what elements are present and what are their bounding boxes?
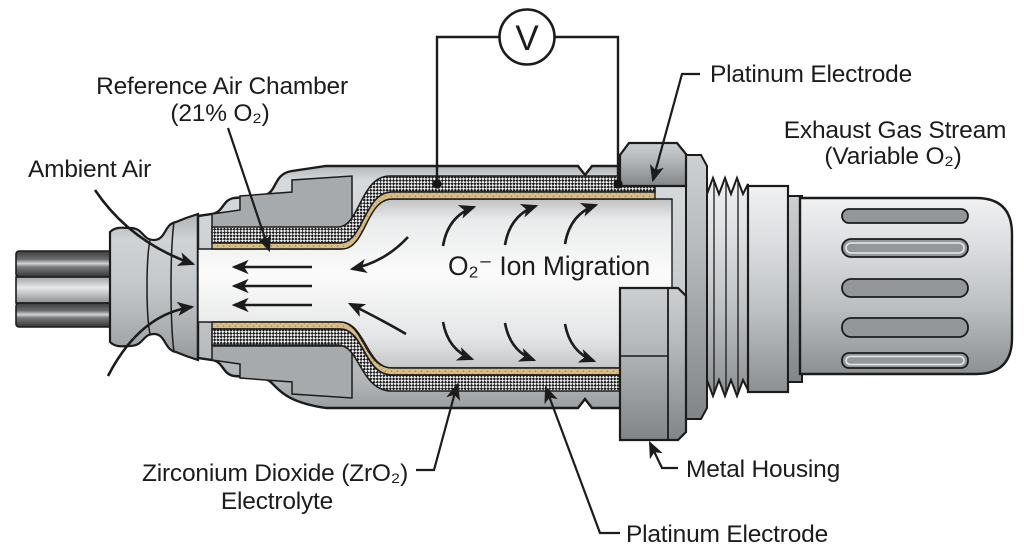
vent-slot-highlight bbox=[845, 355, 965, 366]
vent-slot bbox=[841, 352, 969, 369]
washer bbox=[685, 154, 708, 420]
vent-slot bbox=[841, 238, 969, 258]
ion-arrow-left-top bbox=[349, 236, 409, 273]
protective-boot bbox=[108, 212, 200, 362]
metal-housing-nut bbox=[618, 141, 688, 442]
label-ambient-air: Ambient Air bbox=[28, 156, 151, 183]
ion-arrow-up bbox=[503, 204, 539, 246]
ion-arrow-down bbox=[563, 323, 597, 363]
ion-arrow-left-bottom bbox=[347, 302, 407, 336]
voltmeter-circuit: V bbox=[432, 8, 623, 189]
leader-reference-air-chamber bbox=[226, 127, 272, 253]
leader-metal-housing bbox=[648, 440, 678, 470]
label-reference-air-chamber-line2: (21% O₂) bbox=[170, 100, 269, 127]
label-platinum-electrode-bottom: Platinum Electrode bbox=[626, 521, 828, 548]
ion-arrow-down bbox=[441, 321, 475, 361]
zirconia-electrolyte-top-layer bbox=[211, 191, 656, 250]
label-metal-housing: Metal Housing bbox=[686, 456, 840, 483]
circuit-contact-dot-right bbox=[613, 179, 623, 189]
boot-rib bbox=[146, 239, 151, 335]
boot-rib bbox=[170, 221, 175, 353]
vent-slot bbox=[841, 317, 969, 338]
ambient-air-flow-arrow-bottom bbox=[106, 301, 195, 377]
threads bbox=[706, 175, 749, 399]
leader-lines bbox=[226, 72, 700, 535]
lead-wire-top bbox=[15, 250, 117, 278]
leader-platinum-electrode-bottom bbox=[544, 385, 620, 535]
shell-step-bottom bbox=[211, 345, 353, 399]
ambient-air-flow-arrow-top bbox=[93, 189, 196, 266]
voltmeter-icon: V bbox=[498, 8, 556, 66]
leader-platinum-electrode-top bbox=[649, 72, 700, 183]
label-exhaust-gas-stream-line1: Exhaust Gas Stream bbox=[784, 117, 1006, 144]
voltmeter-dial bbox=[498, 8, 556, 66]
flow-arrows bbox=[93, 189, 599, 377]
shield-tip bbox=[798, 196, 1014, 376]
label-reference-air-chamber-line1: Reference Air Chamber bbox=[96, 73, 348, 100]
ion-arrow-up bbox=[441, 205, 477, 247]
circuit-wire-left bbox=[435, 35, 500, 181]
circuit-contact-dot-left bbox=[432, 179, 442, 189]
label-platinum-electrode-top: Platinum Electrode bbox=[710, 61, 912, 88]
label-ion-migration: O₂⁻ Ion Migration bbox=[448, 251, 650, 281]
label-exhaust-gas-stream-line2: (Variable O₂) bbox=[824, 143, 961, 170]
label-zirconium-line1: Zirconium Dioxide (ZrO₂) bbox=[142, 460, 408, 487]
lead-wires bbox=[15, 250, 117, 328]
labels: Reference Air Chamber (21% O₂) Ambient A… bbox=[28, 61, 1006, 548]
shield-collar bbox=[746, 184, 790, 394]
leader-zirconium-dioxide bbox=[416, 382, 461, 472]
label-zirconium-line2: Electrolyte bbox=[221, 488, 333, 515]
vent-slot bbox=[841, 278, 969, 298]
voltmeter-label: V bbox=[515, 19, 539, 58]
lead-wire-middle bbox=[15, 276, 117, 304]
ion-arrow-down bbox=[503, 322, 537, 362]
vent-slot bbox=[841, 208, 969, 224]
ion-arrow-up bbox=[563, 203, 599, 245]
nut-bottom-block bbox=[618, 286, 688, 442]
vent-slot-highlight bbox=[845, 242, 965, 254]
lead-wire-bottom bbox=[15, 302, 117, 328]
thread-profile bbox=[706, 175, 749, 399]
circuit-wire-right bbox=[554, 35, 620, 181]
sensor-assembly bbox=[15, 141, 1014, 442]
